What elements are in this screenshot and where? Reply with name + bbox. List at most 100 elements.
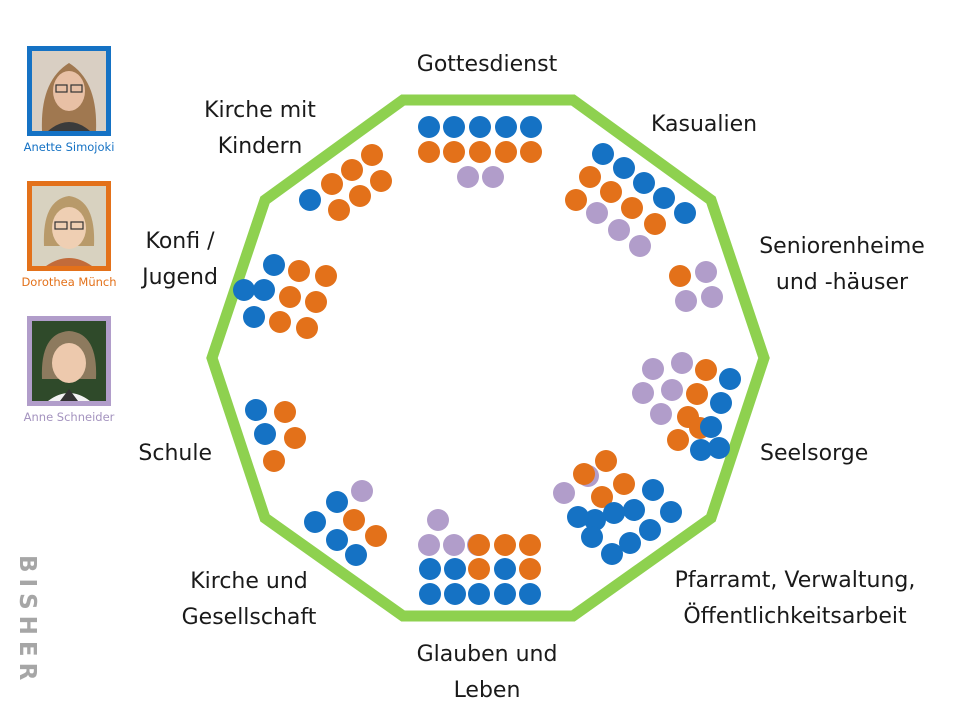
blue-dot bbox=[345, 544, 367, 566]
blue-dot bbox=[642, 479, 664, 501]
blue-dot bbox=[494, 583, 516, 605]
person-name: Dorothea Münch bbox=[21, 275, 117, 289]
purple-dot bbox=[701, 286, 723, 308]
blue-dot bbox=[245, 399, 267, 421]
orange-dot bbox=[361, 144, 383, 166]
blue-dot bbox=[444, 558, 466, 580]
orange-dot bbox=[443, 141, 465, 163]
orange-dot bbox=[468, 558, 490, 580]
blue-dot bbox=[253, 279, 275, 301]
purple-dot bbox=[443, 534, 465, 556]
blue-dot bbox=[326, 529, 348, 551]
orange-dot bbox=[328, 199, 350, 221]
orange-dot bbox=[263, 450, 285, 472]
dot-group-konfi-jugend bbox=[233, 254, 337, 339]
blue-dot bbox=[419, 583, 441, 605]
purple-dot bbox=[457, 166, 479, 188]
blue-dot bbox=[674, 202, 696, 224]
blue-dot bbox=[254, 423, 276, 445]
purple-dot bbox=[553, 482, 575, 504]
purple-dot bbox=[695, 261, 717, 283]
blue-dot bbox=[700, 416, 722, 438]
dot-group-kirche-und-gesellschaft bbox=[304, 480, 387, 566]
orange-dot bbox=[296, 317, 318, 339]
blue-dot bbox=[708, 437, 730, 459]
side-label: BISHER bbox=[14, 555, 40, 687]
purple-dot bbox=[482, 166, 504, 188]
blue-dot bbox=[469, 116, 491, 138]
orange-dot bbox=[469, 141, 491, 163]
purple-dot bbox=[629, 235, 651, 257]
person-name: Anette Simojoki bbox=[23, 140, 115, 154]
label-glauben-und-leben: Glauben und Leben bbox=[416, 642, 558, 703]
orange-dot bbox=[520, 141, 542, 163]
blue-dot bbox=[520, 116, 542, 138]
dot-group-kirche-mit-kindern bbox=[299, 144, 392, 221]
label-kirche-mit-kindern: Kirche mit Kindern bbox=[204, 98, 316, 159]
blue-dot bbox=[419, 558, 441, 580]
avatar-dorothea bbox=[27, 181, 111, 271]
orange-dot bbox=[519, 534, 541, 556]
dot-group-seelsorge bbox=[632, 352, 741, 461]
blue-dot bbox=[243, 306, 265, 328]
person-name: Anne Schneider bbox=[23, 410, 115, 424]
orange-dot bbox=[288, 260, 310, 282]
blue-dot bbox=[710, 392, 732, 414]
orange-dot bbox=[519, 558, 541, 580]
orange-dot bbox=[579, 166, 601, 188]
orange-dot bbox=[269, 311, 291, 333]
orange-dot bbox=[686, 383, 708, 405]
label-seniorenheime: Seniorenheime und -häuser bbox=[759, 234, 925, 295]
dot-group-glauben-und-leben bbox=[418, 509, 541, 605]
orange-dot bbox=[321, 173, 343, 195]
orange-dot bbox=[343, 509, 365, 531]
blue-dot bbox=[601, 543, 623, 565]
blue-dot bbox=[468, 583, 490, 605]
blue-dot bbox=[584, 509, 606, 531]
blue-dot bbox=[603, 502, 625, 524]
purple-dot bbox=[671, 352, 693, 374]
blue-dot bbox=[690, 439, 712, 461]
label-gottesdienst: Gottesdienst bbox=[416, 52, 558, 77]
blue-dot bbox=[719, 368, 741, 390]
purple-dot bbox=[650, 403, 672, 425]
orange-dot bbox=[669, 265, 691, 287]
orange-dot bbox=[695, 359, 717, 381]
blue-dot bbox=[299, 189, 321, 211]
orange-dot bbox=[305, 291, 327, 313]
blue-dot bbox=[613, 157, 635, 179]
orange-dot bbox=[418, 141, 440, 163]
blue-dot bbox=[623, 499, 645, 521]
orange-dot bbox=[565, 189, 587, 211]
dot-group-pfarramt bbox=[553, 450, 682, 565]
orange-dot bbox=[644, 213, 666, 235]
dot-group-kasualien bbox=[565, 143, 696, 257]
label-kirche-und-gesellschaft: Kirche und Gesellschaft bbox=[181, 569, 317, 630]
blue-dot bbox=[567, 506, 589, 528]
person-anette: Anette Simojoki bbox=[14, 46, 124, 154]
blue-dot bbox=[494, 558, 516, 580]
orange-dot bbox=[365, 525, 387, 547]
label-schule: Schule bbox=[138, 441, 212, 466]
orange-dot bbox=[349, 185, 371, 207]
dot-group-schule bbox=[245, 399, 306, 472]
person-anne: Anne Schneider bbox=[14, 316, 124, 424]
blue-dot bbox=[444, 583, 466, 605]
purple-dot bbox=[661, 379, 683, 401]
orange-dot bbox=[315, 265, 337, 287]
blue-dot bbox=[653, 187, 675, 209]
label-pfarramt: Pfarramt, Verwaltung, Öffentlichkeitsarb… bbox=[674, 568, 916, 629]
dot-group-seniorenheime bbox=[669, 261, 723, 312]
orange-dot bbox=[468, 534, 490, 556]
purple-dot bbox=[427, 509, 449, 531]
orange-dot bbox=[279, 286, 301, 308]
blue-dot bbox=[495, 116, 517, 138]
blue-dot bbox=[443, 116, 465, 138]
purple-dot bbox=[351, 480, 373, 502]
label-konfi-jugend: Konfi / Jugend bbox=[142, 229, 218, 290]
orange-dot bbox=[370, 170, 392, 192]
orange-dot bbox=[284, 427, 306, 449]
orange-dot bbox=[600, 181, 622, 203]
blue-dot bbox=[263, 254, 285, 276]
purple-dot bbox=[675, 290, 697, 312]
